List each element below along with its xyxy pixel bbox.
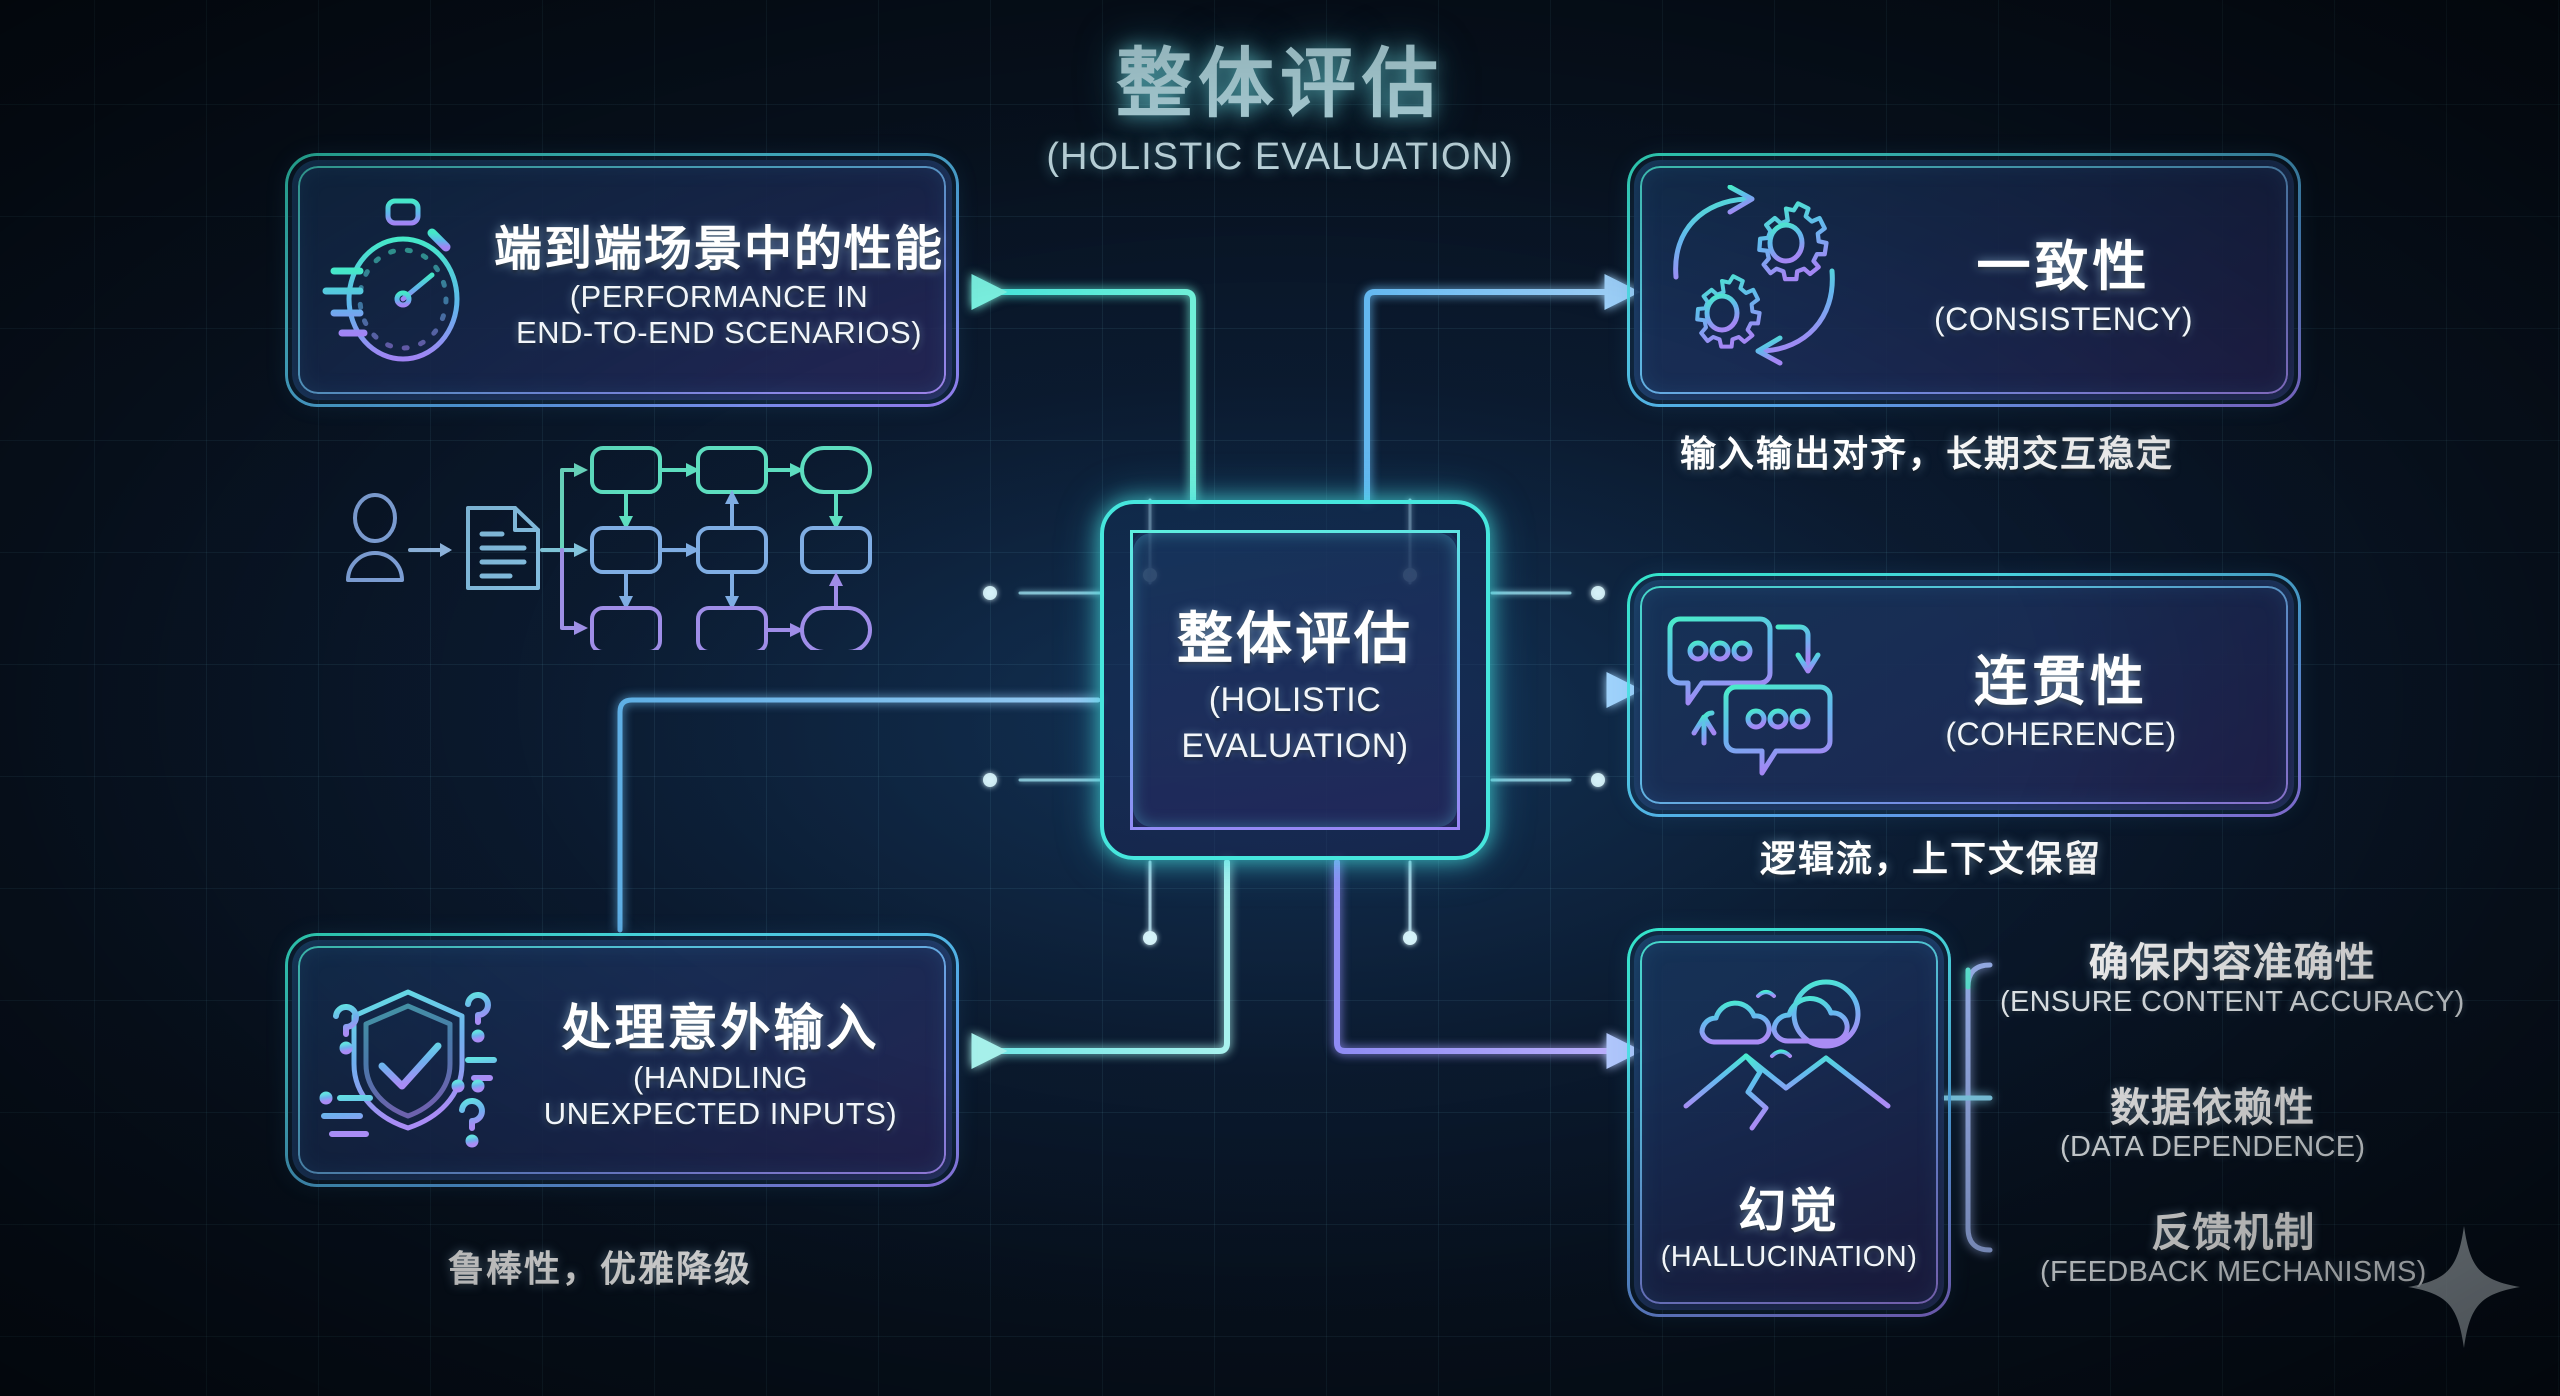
chat-bubbles-icon <box>1660 603 1850 788</box>
card-hallucination-text: 幻觉 (HALLUCINATION) <box>1661 1171 1918 1275</box>
shield-check-question-icon <box>316 968 501 1153</box>
center-title-en-1: (HOLISTIC <box>1208 681 1382 720</box>
card-coherence-text: 连贯性 (COHERENCE) <box>1858 637 2264 753</box>
caption-coherence: 逻辑流，上下文保留 <box>1760 838 2103 879</box>
subitem-2-cn: 反馈机制 <box>2151 1211 2316 1255</box>
subitem-feedback-mechanisms: 反馈机制 (FEEDBACK MECHANISMS) <box>2040 1200 2427 1289</box>
subitem-ensure-content-accuracy: 确保内容准确性 (ENSURE CONTENT ACCURACY) <box>2000 930 2465 1019</box>
deco-stub-bottom-left <box>1143 860 1157 945</box>
center-title-cn: 整体评估 <box>1177 607 1413 671</box>
deco-stub-left-mid <box>983 586 1102 600</box>
card-handling-title-en-1: (HANDLING <box>632 1060 808 1096</box>
title-chinese: 整体评估 <box>1116 42 1444 127</box>
center-title-en-2: EVALUATION) <box>1181 726 1409 765</box>
card-performance[interactable]: 端到端场景中的性能 (PERFORMANCE IN END-TO-END SCE… <box>292 160 952 400</box>
card-coherence-title-cn: 连贯性 <box>1974 651 2148 712</box>
subitem-data-dependence: 数据依赖性 (DATA DEPENDENCE) <box>2060 1075 2365 1164</box>
wire-left-rail <box>617 697 1101 933</box>
center-node-holistic-evaluation[interactable]: 整体评估 (HOLISTIC EVALUATION) <box>1100 500 1490 860</box>
deco-stub-bottom-right <box>1403 860 1417 945</box>
card-coherence[interactable]: 连贯性 (COHERENCE) <box>1634 580 2294 810</box>
center-node-text: 整体评估 (HOLISTIC EVALUATION) <box>1177 594 1413 766</box>
subitem-1-cn: 数据依赖性 <box>2110 1086 2316 1130</box>
wire-hallucination-fork <box>1965 962 1993 1253</box>
deco-stub-right-mid <box>1490 586 1605 600</box>
subitem-1-en: (DATA DEPENDENCE) <box>2060 1131 2366 1163</box>
wire-center-to-hallucination <box>1334 859 1643 1069</box>
subitem-2-en: (FEEDBACK MECHANISMS) <box>2040 1256 2427 1288</box>
card-hallucination-title-en: (HALLUCINATION) <box>1660 1241 1918 1274</box>
card-hallucination-title-cn: 幻觉 <box>1737 1185 1840 1239</box>
card-consistency-title-en: (CONSISTENCY) <box>1934 300 2193 337</box>
sparkle-icon <box>2408 1226 2520 1348</box>
wire-center-to-performance <box>971 274 1196 503</box>
card-performance-title-en-2: END-TO-END SCENARIOS) <box>515 315 923 350</box>
card-consistency-text: 一致性 (CONSISTENCY) <box>1863 222 2264 338</box>
wire-center-to-consistency <box>1364 274 1641 503</box>
card-handling-text: 处理意外输入 (HANDLING UNEXPECTED INPUTS) <box>511 988 930 1132</box>
subitem-0-cn: 确保内容准确性 <box>2088 941 2376 985</box>
card-handling-title-en-2: UNEXPECTED INPUTS) <box>543 1096 898 1131</box>
card-consistency[interactable]: 一致性 (CONSISTENCY) <box>1634 160 2294 400</box>
mountain-cloud-icon <box>1674 970 1904 1165</box>
user-document-flowchart-icon <box>346 446 872 650</box>
card-consistency-title-cn: 一致性 <box>1976 236 2151 297</box>
card-hallucination[interactable]: 幻觉 (HALLUCINATION) <box>1634 935 1944 1310</box>
deco-stub-left-low <box>983 773 1102 787</box>
subitem-0-en: (ENSURE CONTENT ACCURACY) <box>2000 986 2465 1018</box>
gears-cycle-icon <box>1660 184 1855 375</box>
card-coherence-title-en: (COHERENCE) <box>1945 715 2177 752</box>
stopwatch-icon <box>320 193 480 368</box>
card-performance-title-en-1: (PERFORMANCE IN <box>569 279 869 315</box>
wire-center-to-handling <box>971 859 1230 1069</box>
deco-stub-right-low <box>1490 773 1605 787</box>
card-handling-unexpected-inputs[interactable]: 处理意外输入 (HANDLING UNEXPECTED INPUTS) <box>292 940 952 1180</box>
card-performance-text: 端到端场景中的性能 (PERFORMANCE IN END-TO-END SCE… <box>494 209 944 351</box>
card-handling-title-cn: 处理意外输入 <box>561 1000 880 1057</box>
caption-consistency: 输入输出对齐，长期交互稳定 <box>1680 433 2175 474</box>
card-performance-title-cn: 端到端场景中的性能 <box>494 223 945 277</box>
caption-handling: 鲁棒性，优雅降级 <box>448 1248 753 1289</box>
